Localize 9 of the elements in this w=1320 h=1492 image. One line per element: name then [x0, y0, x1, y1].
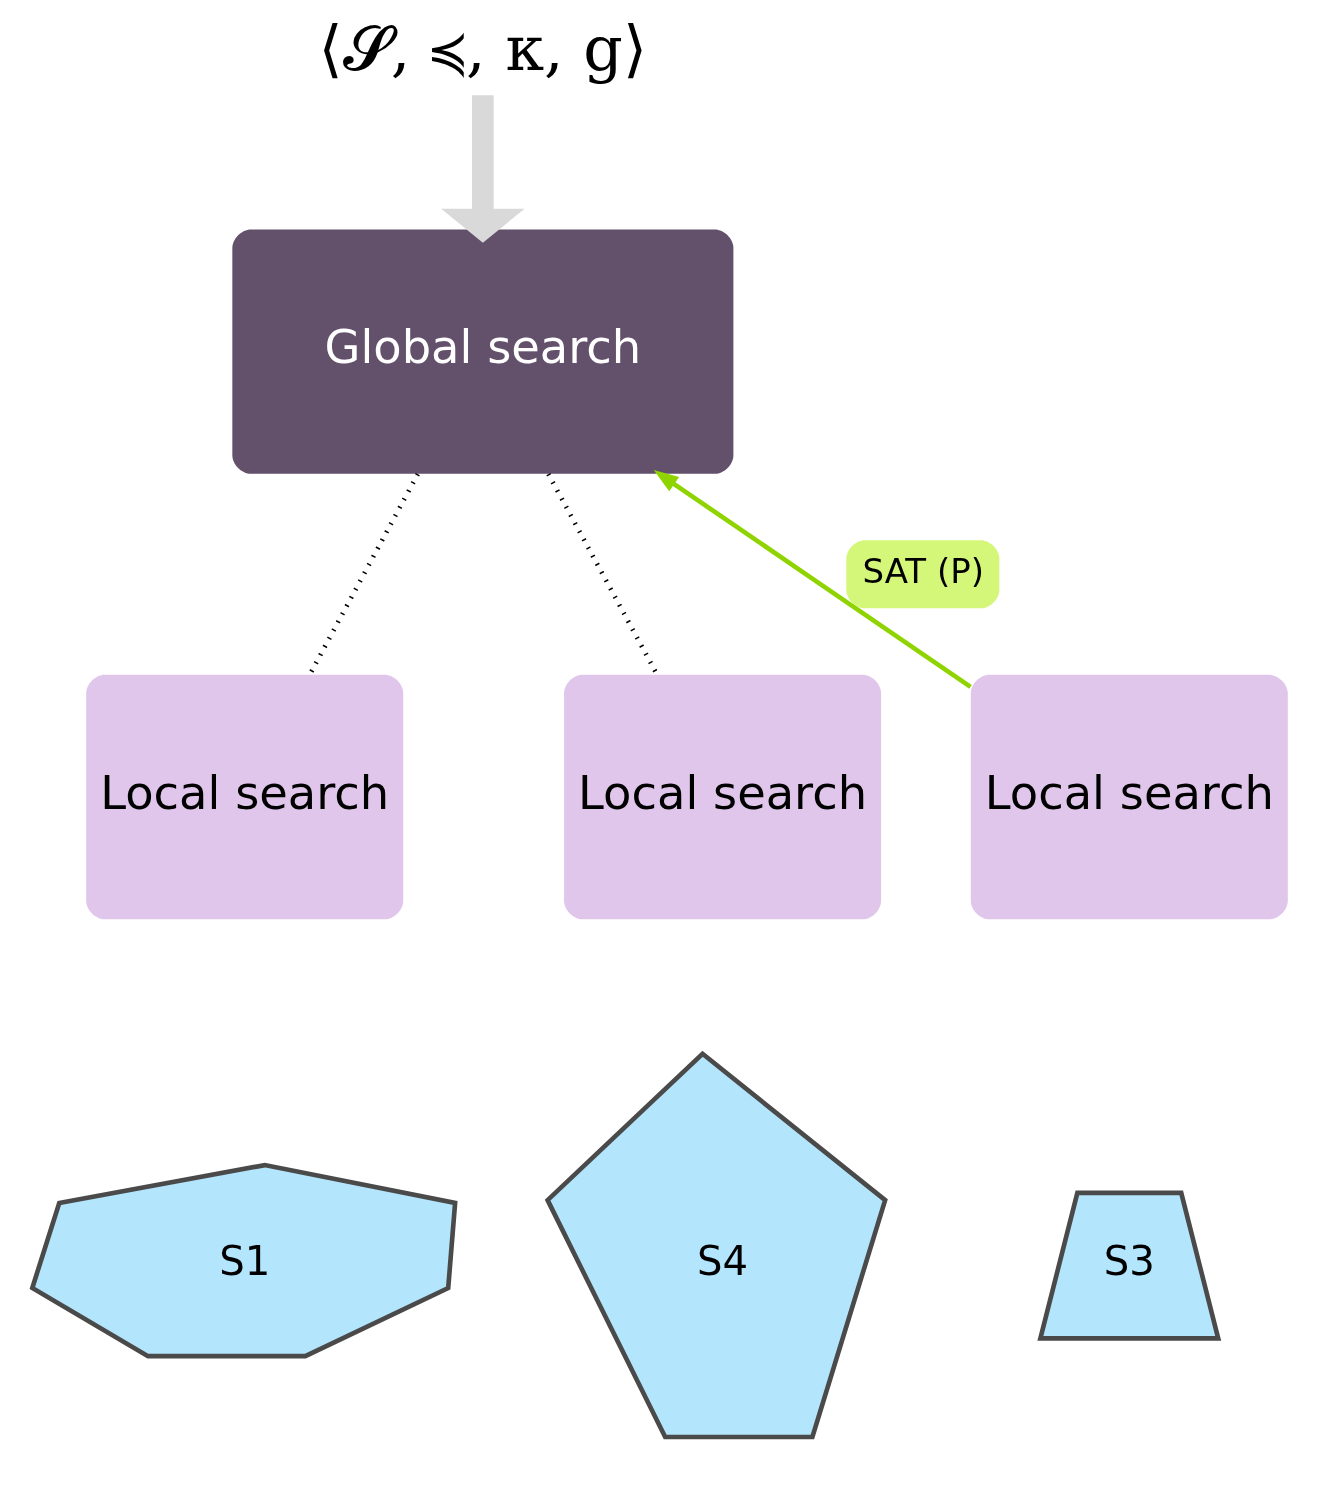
node-box: Local search	[86, 674, 404, 920]
edge-label: SAT (P)	[862, 551, 985, 591]
node-box: Local search	[564, 674, 882, 920]
node-text: ⟨𝓢, ≼, κ, g⟩	[318, 13, 648, 86]
arrow	[441, 95, 525, 243]
node-box: Local search	[970, 674, 1288, 920]
arrow	[653, 470, 972, 689]
connector	[307, 472, 420, 676]
node-box: Global search	[232, 229, 734, 474]
